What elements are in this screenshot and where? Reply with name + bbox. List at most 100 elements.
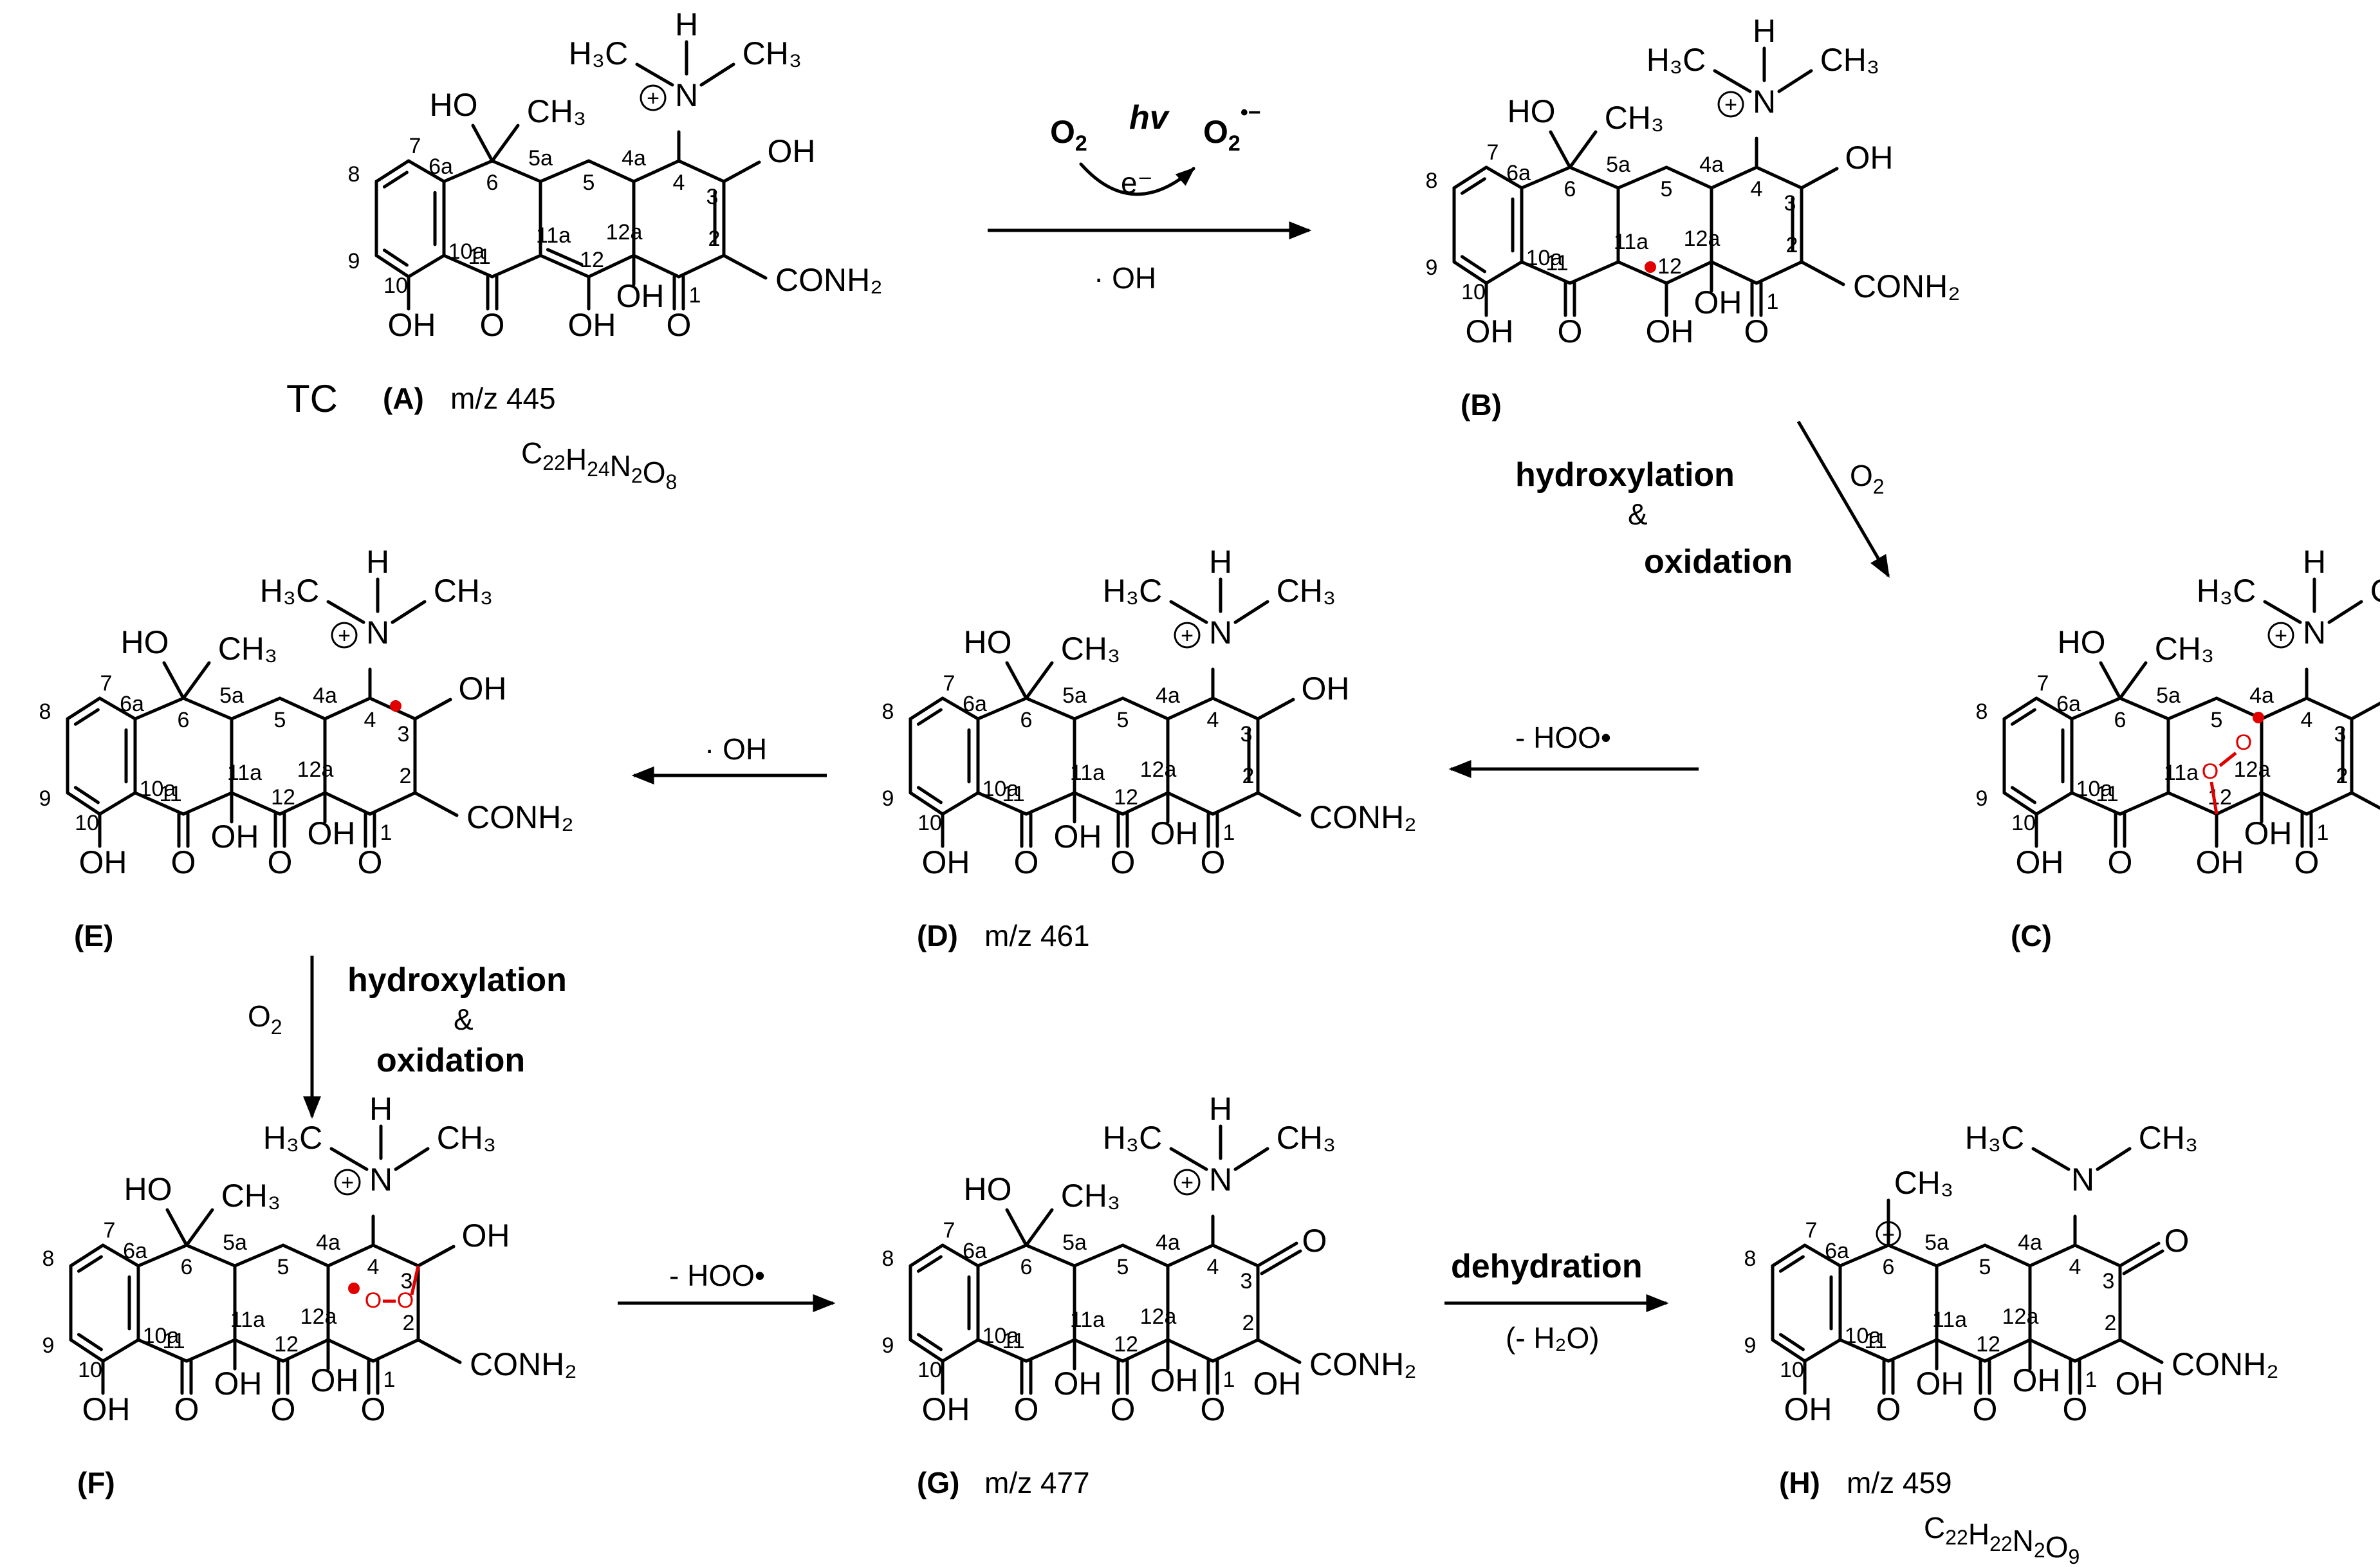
- compound-label-c: (C): [2011, 919, 2052, 952]
- atom-number: 6: [2114, 708, 2126, 732]
- atom-number: 8: [348, 162, 360, 187]
- methyl-label: H₃C: [2197, 573, 2256, 609]
- hydroxyl-label: OH: [1845, 140, 1894, 176]
- hydroxyl-label: OH: [768, 133, 816, 169]
- atom-number: 6a: [2056, 692, 2081, 716]
- atom-number: 5a: [1606, 153, 1630, 177]
- atom-number: 3: [1241, 1269, 1253, 1293]
- arrow-b-to-c: hydroxylation & oxidation O2: [1515, 420, 1890, 580]
- atom-number: 11: [2096, 782, 2118, 806]
- superoxide-product: O2•−: [1203, 100, 1261, 156]
- atom-number: 4: [1207, 1255, 1219, 1279]
- methyl-label: CH₃: [2370, 573, 2380, 609]
- atom-number: 11a: [1932, 1308, 1967, 1332]
- hydroxyl-label: OH: [1694, 284, 1742, 320]
- atom-number: 4: [2069, 1255, 2081, 1279]
- atom-number: 3: [706, 185, 719, 209]
- compound-label-e: (E): [74, 919, 113, 952]
- compound-c: HOCH₃OOOHOHOHOHCONH₂NH₃CCH₃H+7891010a6a6…: [1976, 544, 2380, 952]
- arrow-d-to-e: · OH: [631, 732, 827, 784]
- methyl-label: CH₃: [437, 1120, 497, 1156]
- atom-number: 11a: [2164, 761, 2199, 785]
- atom-number: 2: [708, 227, 721, 251]
- atom-number: 7: [104, 1218, 116, 1243]
- ammonium-charge-icon: +: [331, 622, 358, 649]
- carboxamide-label: CONH₂: [1853, 268, 1960, 304]
- carbonyl-o-label: O: [174, 1391, 199, 1427]
- compound-label-h: (H): [1779, 1466, 1820, 1499]
- atom-number: 9: [1426, 255, 1438, 280]
- atom-number: 10a: [143, 1324, 180, 1348]
- hydroxyl-label: OH: [2244, 815, 2292, 851]
- methyl-label: CH₃: [1061, 631, 1121, 667]
- atom-number: 9: [882, 1333, 894, 1358]
- methyl-label: CH₃: [1277, 573, 1336, 609]
- atom-number: 4a: [622, 146, 646, 171]
- hydroxyl-label: OH: [1054, 819, 1102, 855]
- atom-number: 1: [383, 1368, 396, 1392]
- carbonyl-o-label: O: [2063, 1391, 2088, 1427]
- atom-number: 12a: [1140, 1304, 1177, 1329]
- atom-number: 9: [882, 786, 894, 811]
- atom-number: 10a: [1845, 1324, 1881, 1348]
- hydrogen-label: H: [369, 1091, 392, 1127]
- carbonyl-o-label: O: [2108, 844, 2133, 880]
- hydroxyl-radical-label-2: · OH: [705, 732, 767, 766]
- atom-number: 5a: [1062, 683, 1087, 708]
- methyl-label: CH₃: [1605, 100, 1665, 136]
- atom-number: 10: [2011, 811, 2036, 835]
- atom-number: 2: [2105, 1311, 2117, 1335]
- atom-number: 6: [1020, 1255, 1033, 1279]
- atom-number: 10: [75, 811, 99, 835]
- hydroxyl-label: OH: [2116, 1366, 2164, 1402]
- carbonyl-o-label: O: [480, 307, 505, 343]
- atom-number: 1: [1223, 1368, 1235, 1392]
- methyl-label: CH₃: [1061, 1178, 1121, 1214]
- atom-number: 5: [1979, 1255, 1991, 1279]
- atom-number: 5: [1117, 1255, 1129, 1279]
- nitrogen-label: N: [675, 77, 698, 113]
- atom-number: 6: [178, 708, 190, 732]
- atom-number: 12a: [606, 220, 643, 245]
- hydroxyl-label: OH: [1916, 1366, 1964, 1402]
- atom-number: 5: [2211, 708, 2223, 732]
- radical-dot-icon: [348, 1283, 360, 1294]
- atom-number: 2: [1242, 764, 1255, 788]
- atom-number: 8: [39, 700, 51, 724]
- atom-number: 6a: [429, 154, 453, 179]
- atom-number: 11a: [1070, 1308, 1105, 1332]
- plus-sign: +: [647, 86, 660, 111]
- carbonyl-o-label: O: [1973, 1391, 1998, 1427]
- hydroxyl-label: OH: [1466, 313, 1514, 349]
- hoo-loss-label-1: - HOO•: [1515, 721, 1611, 754]
- carbonyl-o-label: O: [171, 844, 196, 880]
- radical-dot-icon: [2253, 712, 2264, 723]
- atom-number: 1: [380, 821, 392, 845]
- plus-sign: +: [1181, 1171, 1194, 1195]
- carbonyl-o-label: O: [358, 844, 383, 880]
- carbonyl-o-label: O: [1201, 1391, 1226, 1427]
- methyl-label: CH₃: [527, 93, 587, 129]
- atom-number: 4: [2301, 708, 2313, 732]
- carbonyl-o-label: O: [361, 1391, 386, 1427]
- molecular-formula-h: C22H22N2O9: [1924, 1511, 2080, 1567]
- methyl-label: CH₃: [2139, 1120, 2199, 1156]
- carbocation-icon: +: [1876, 1221, 1901, 1247]
- nitrogen-label: N: [2071, 1162, 2094, 1198]
- arrow-c-to-d: - HOO•: [1448, 721, 1699, 778]
- atom-number: 4a: [313, 683, 337, 708]
- atom-number: 8: [1976, 700, 1988, 724]
- atom-number: 8: [1426, 169, 1438, 193]
- atom-number: 5a: [1062, 1230, 1087, 1255]
- carboxamide-label: CONH₂: [1309, 1346, 1417, 1382]
- hydrogen-label: H: [366, 544, 389, 580]
- methyl-label: CH₃: [1820, 42, 1880, 78]
- hydroxyl-label: OH: [1302, 671, 1350, 707]
- atom-number: 12a: [2002, 1304, 2039, 1329]
- arrow-a-to-b: hv O2 O2•− e⁻ · OH: [988, 99, 1312, 295]
